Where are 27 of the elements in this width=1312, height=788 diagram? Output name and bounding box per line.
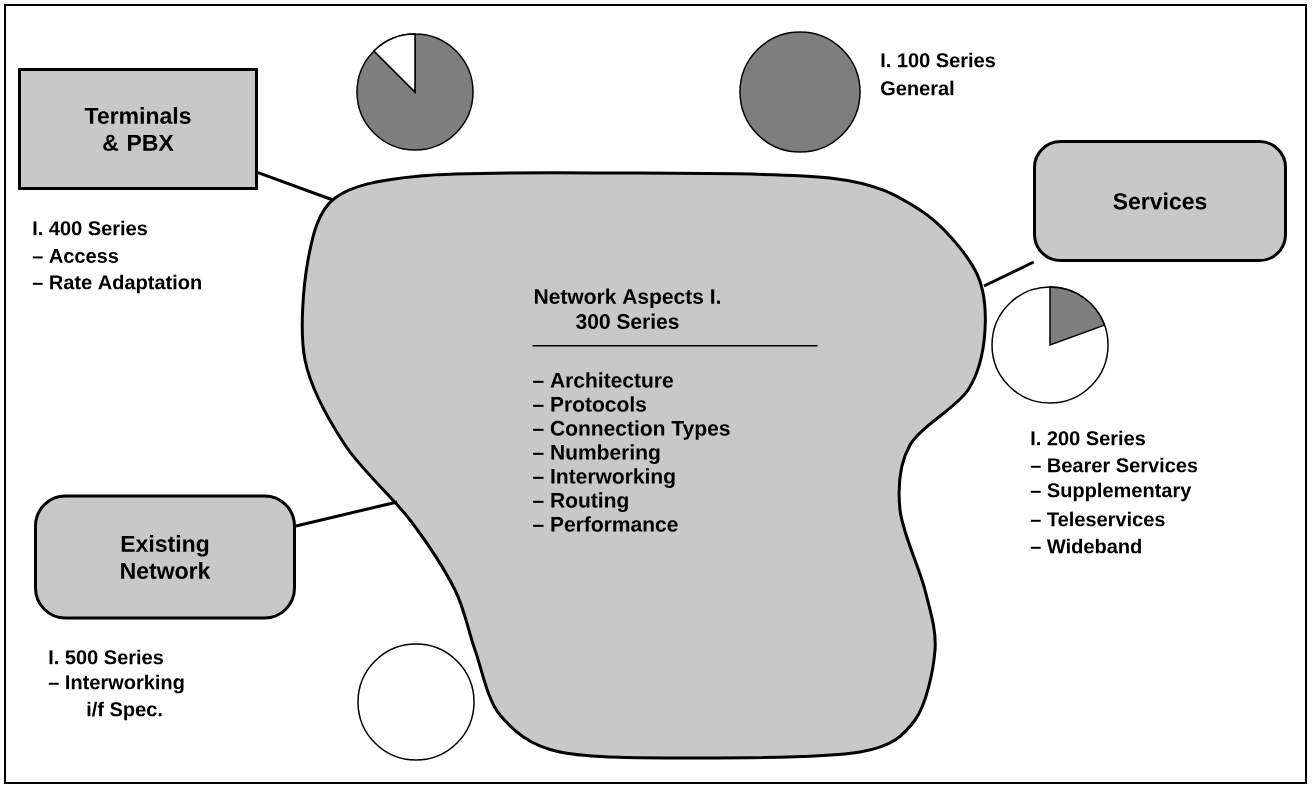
label-text: – Wideband bbox=[1030, 538, 1141, 554]
plain-box: Terminals & PBX bbox=[18, 68, 258, 190]
list-item: – Routing bbox=[533, 492, 628, 512]
label-text: I. 200 Series bbox=[1031, 430, 1145, 446]
label-text: I. 400 Series bbox=[33, 220, 147, 236]
label-text: – Teleservices bbox=[1030, 511, 1165, 527]
list-item: – Numbering bbox=[533, 444, 660, 464]
label-text: – Supplementary bbox=[1030, 482, 1192, 502]
connector-line bbox=[983, 260, 1035, 288]
label-text: I. 100 Series bbox=[881, 52, 995, 68]
label-text: I. 500 Series bbox=[49, 649, 163, 665]
list-item: – Interworking bbox=[533, 468, 675, 488]
list-item: – Protocols bbox=[533, 396, 646, 412]
list-item: – Performance bbox=[533, 516, 678, 532]
label-text: i/f Spec. bbox=[87, 701, 162, 721]
connector-line bbox=[257, 171, 334, 202]
label-text: – Bearer Services bbox=[1030, 457, 1198, 473]
label-text: – Interworking bbox=[48, 674, 184, 694]
label-text: – Access bbox=[32, 249, 119, 263]
list-item: – Connection Types bbox=[533, 420, 730, 440]
rounded-box: Services bbox=[1033, 140, 1287, 262]
label-text: General bbox=[881, 80, 954, 96]
list-item: – Architecture bbox=[533, 372, 673, 388]
connector-line bbox=[295, 500, 398, 528]
heading-text: Network Aspects I. 300 Series bbox=[534, 288, 720, 329]
rounded-box: Existing Network bbox=[34, 494, 296, 620]
label-text: – Rate Adaptation bbox=[32, 274, 201, 294]
